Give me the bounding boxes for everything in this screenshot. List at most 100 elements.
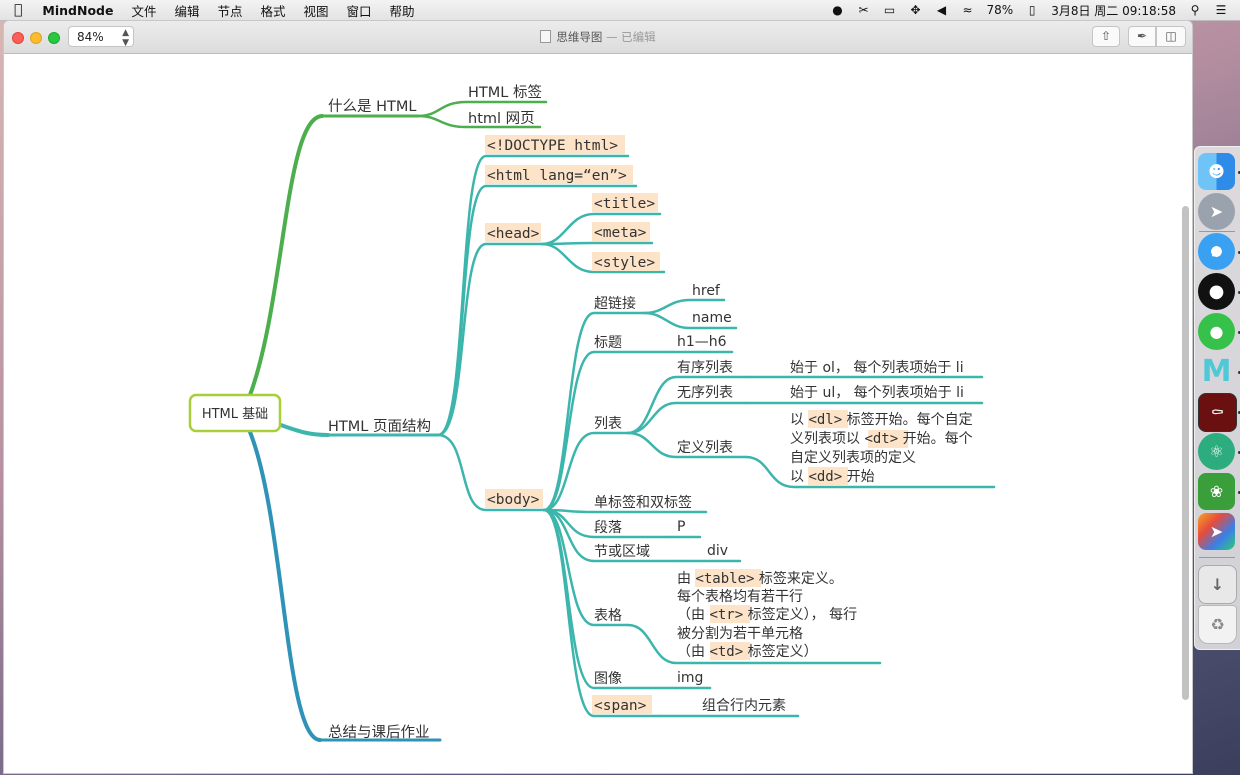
root-node[interactable]	[188, 393, 282, 433]
downloads-folder-icon[interactable]: ↓	[1198, 565, 1237, 604]
evernote-icon[interactable]: ❀	[1198, 473, 1235, 510]
clock[interactable]: 3月8日 周二 09:18:58	[1051, 3, 1176, 18]
edge-root-b2	[276, 422, 330, 437]
menu-node[interactable]: 节点	[209, 3, 242, 19]
node-span-desc[interactable]: 组合行内元素	[702, 698, 786, 714]
vertical-scrollbar[interactable]	[1182, 206, 1189, 700]
node-unordered-list[interactable]: 无序列表	[677, 385, 733, 401]
node-paragraph[interactable]: 段落	[594, 520, 622, 536]
move-icon[interactable]: ✥	[910, 3, 921, 17]
node-p[interactable]: P	[677, 519, 685, 535]
node-hyperlink[interactable]: 超链接	[594, 295, 636, 312]
edge-root-b1	[248, 114, 324, 397]
node-head[interactable]: <head>	[487, 226, 540, 242]
running-indicator	[1238, 371, 1240, 374]
node-img[interactable]: img	[677, 670, 703, 686]
running-indicator	[1238, 251, 1240, 254]
mindnode-icon[interactable]: M	[1201, 354, 1232, 389]
node-table[interactable]: 表格	[594, 608, 622, 624]
node-html-webpage[interactable]: html 网页	[468, 111, 535, 127]
safari-icon[interactable]: ➚	[1198, 233, 1235, 270]
stepper-arrows-icon: ▲▼	[122, 28, 129, 48]
style-button[interactable]: ✒	[1128, 26, 1156, 47]
wifi-icon[interactable]: ≈	[962, 3, 973, 17]
scissors-icon[interactable]: ✂	[858, 3, 869, 17]
dock-separator	[1199, 231, 1235, 232]
code-highlights	[485, 135, 908, 714]
node-title-tag[interactable]: <title>	[594, 196, 655, 212]
node-table-desc-line1[interactable]: 由 <table> 标签来定义。	[677, 570, 843, 587]
node-table-desc-line3[interactable]: （由 <tr> 标签定义）， 每行	[677, 606, 857, 623]
node-what-is-html[interactable]: 什么是 HTML	[328, 98, 416, 115]
share-button[interactable]: ⇧	[1092, 26, 1120, 47]
node-section[interactable]: 节或区域	[594, 544, 650, 560]
menu-view[interactable]: 视图	[295, 3, 329, 19]
brush-icon: ✒	[1136, 29, 1148, 43]
node-href[interactable]: href	[692, 283, 721, 299]
node-heading[interactable]: 标题	[594, 335, 622, 351]
maps-icon[interactable]: ➤	[1198, 513, 1235, 550]
node-unordered-list-desc[interactable]: 始于 ul， 每个列表项始于 li	[790, 385, 964, 401]
node-doctype[interactable]: <!DOCTYPE html>	[487, 138, 618, 154]
document-title[interactable]: 思维导图 — 已编辑	[4, 29, 1192, 45]
node-ordered-list-desc[interactable]: 始于 ol， 每个列表项始于 li	[790, 360, 964, 376]
menu-format[interactable]: 格式	[252, 3, 286, 19]
node-image[interactable]: 图像	[594, 671, 622, 687]
menu-file[interactable]: 文件	[123, 3, 156, 19]
node-list[interactable]: 列表	[594, 416, 622, 432]
finder-icon[interactable]: ☻	[1198, 153, 1235, 190]
evernote-status-icon[interactable]: ●	[832, 3, 843, 17]
node-h1-h6[interactable]: h1—h6	[677, 334, 727, 350]
battery-icon[interactable]: ▯	[1028, 3, 1036, 17]
fullscreen-window-button[interactable]	[48, 32, 60, 44]
battery-percent[interactable]: 78%	[986, 3, 1014, 17]
acrobat-icon[interactable]: ⚰	[1198, 393, 1237, 432]
node-definition-list-desc-line2[interactable]: 义列表项以 <dt> 开始。每个	[790, 431, 973, 447]
node-summary-homework[interactable]: 总结与课后作业	[328, 724, 430, 741]
node-definition-list-desc-line4[interactable]: 以 <dd> 开始	[790, 469, 875, 485]
apple-menu-icon[interactable]: 	[14, 2, 22, 18]
app-menu[interactable]: MindNode	[34, 2, 113, 18]
qq-icon[interactable]: ●	[1198, 273, 1235, 310]
document-name: 思维导图	[556, 30, 603, 44]
node-html-tags[interactable]: HTML 标签	[468, 84, 542, 101]
node-single-double-tags[interactable]: 单标签和双标签	[594, 494, 692, 511]
node-page-structure[interactable]: HTML 页面结构	[328, 418, 431, 435]
airplay-icon[interactable]: ▭	[883, 3, 896, 17]
dock: ☻ ➤ ➚ ● ● M ⚰ ⚛ ❀ ➤ ↓ ♻	[1194, 146, 1240, 650]
running-indicator	[1238, 451, 1240, 454]
node-div[interactable]: div	[707, 543, 728, 559]
node-ordered-list[interactable]: 有序列表	[677, 360, 733, 376]
node-definition-list-desc-line3[interactable]: 自定义列表项的定义	[790, 450, 916, 466]
node-body[interactable]: <body>	[487, 492, 540, 508]
node-definition-list[interactable]: 定义列表	[677, 440, 733, 456]
running-indicator	[1238, 331, 1240, 334]
trash-icon[interactable]: ♻	[1198, 605, 1237, 644]
spotlight-search-icon[interactable]: ⚲	[1190, 3, 1200, 17]
node-table-desc-line5[interactable]: （由 <td> 标签定义）	[677, 643, 818, 660]
mindmap-canvas[interactable]: HTML 基础 什么是 HTML HTML 页面结构 总结与课后作业 HTML …	[4, 54, 1192, 773]
node-name[interactable]: name	[692, 310, 732, 326]
node-html-lang[interactable]: <html lang=“en”>	[487, 168, 627, 184]
node-table-desc-line2[interactable]: 每个表格均有若干行	[677, 589, 803, 605]
node-style-tag[interactable]: <style>	[594, 255, 655, 271]
sidebar-toggle-button[interactable]: ◫	[1156, 26, 1186, 47]
running-indicator	[1238, 291, 1240, 294]
notification-center-icon[interactable]: ☰	[1215, 3, 1227, 17]
dock-separator	[1199, 557, 1235, 558]
menu-edit[interactable]: 编辑	[166, 3, 199, 19]
node-meta-tag[interactable]: <meta>	[594, 225, 647, 241]
menu-help[interactable]: 帮助	[381, 3, 415, 19]
node-table-desc-line4[interactable]: 被分割为若干单元格	[677, 625, 803, 642]
wechat-icon[interactable]: ●	[1198, 313, 1235, 350]
menu-window[interactable]: 窗口	[338, 3, 372, 19]
node-span-tag[interactable]: <span>	[594, 698, 647, 714]
atom-icon[interactable]: ⚛	[1198, 433, 1235, 470]
volume-icon[interactable]: ◀	[936, 3, 947, 17]
launchpad-icon[interactable]: ➤	[1198, 193, 1235, 230]
minimize-window-button[interactable]	[30, 32, 42, 44]
zoom-select[interactable]: 84% ▲▼	[68, 26, 134, 48]
close-window-button[interactable]	[12, 32, 24, 44]
connections	[248, 100, 996, 742]
node-definition-list-desc-line1[interactable]: 以 <dl> 标签开始。每个自定	[790, 411, 973, 428]
